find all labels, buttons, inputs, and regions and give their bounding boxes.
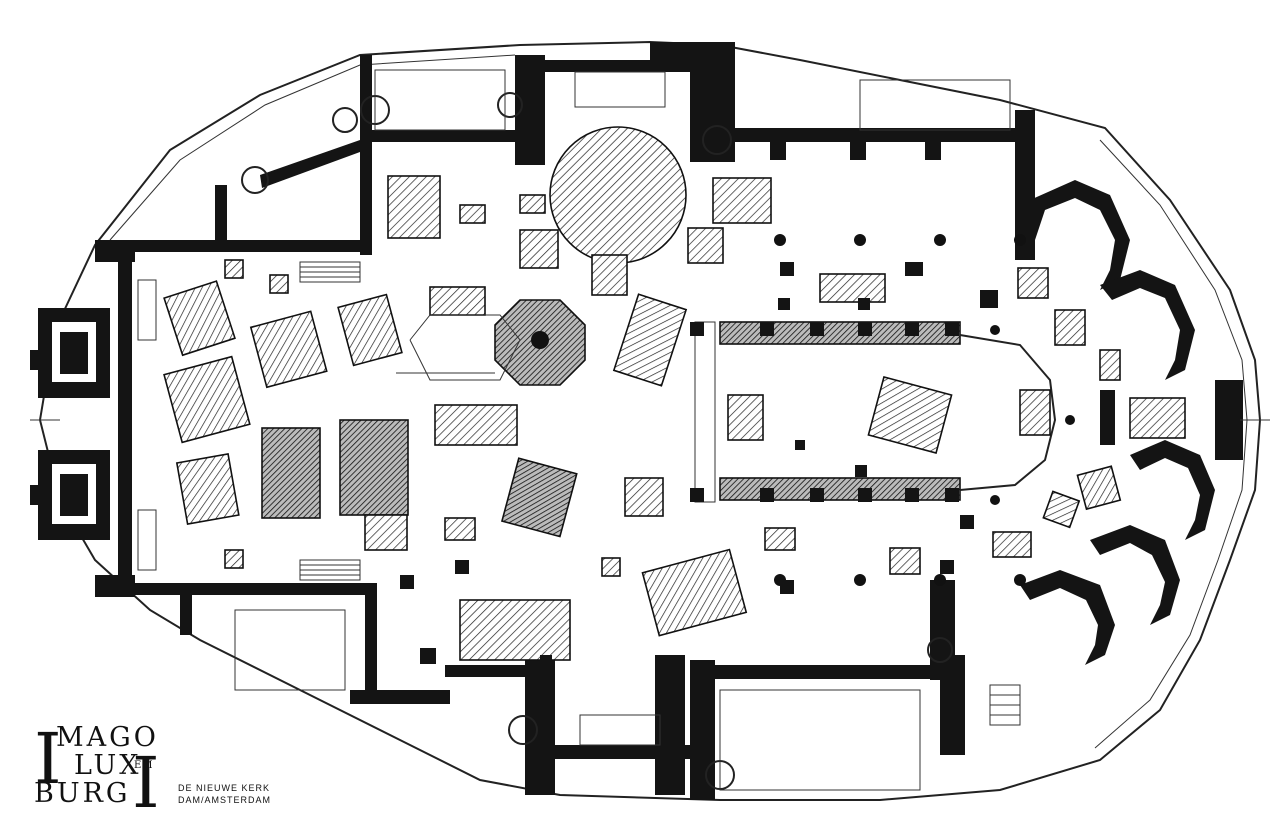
title-initial-left: I (34, 718, 62, 800)
small-markers (400, 262, 998, 667)
round-platform (549, 126, 687, 296)
title-block: I MAGO LUX EM BURG I (34, 718, 194, 818)
west-tower-south (30, 450, 110, 540)
axis-lines (30, 314, 1270, 421)
apse-chapels (1020, 180, 1243, 665)
west-tower-north (30, 308, 110, 398)
nave-columns (774, 234, 1075, 586)
title-initial-right: I (132, 742, 160, 824)
subtitle-church: DE NIEUWE KERK (178, 783, 271, 793)
title-line-2: LUX (74, 750, 142, 781)
south-buildings (180, 580, 965, 800)
title-line-3: BURG (34, 778, 131, 809)
stairs (137, 261, 1021, 726)
choir-enclosure (690, 321, 1186, 503)
octagonal-pulpit (494, 299, 586, 386)
north-buildings (215, 42, 1035, 260)
subtitle-location: DAM/AMSTERDAM (178, 795, 272, 805)
memorial-slabs (163, 175, 1122, 661)
title-line-1: MAGO (56, 722, 159, 753)
title-line-2-small: EM (134, 760, 154, 771)
